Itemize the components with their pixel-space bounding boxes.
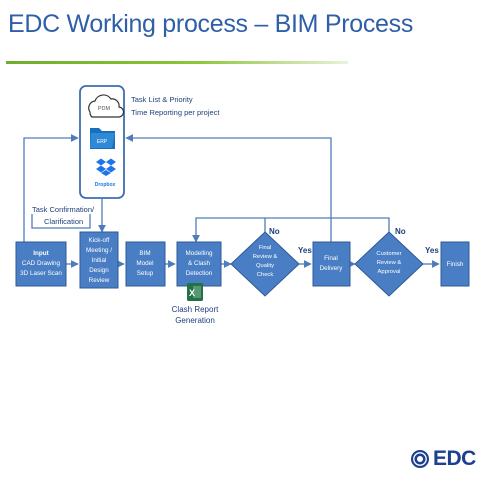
customer-no-loop — [265, 217, 390, 232]
final-delivery-label-1: Final — [324, 255, 338, 262]
review-no-loop — [192, 217, 266, 243]
excel-icon — [187, 283, 203, 301]
final-review-label-3: Quality — [256, 263, 274, 269]
kickoff-label-1: Kick-off — [89, 237, 110, 244]
bim-setup-label-3: Setup — [137, 270, 154, 277]
final-review-label-1: Final — [259, 245, 272, 251]
task-confirmation-note: Task Confirmation/ — [32, 205, 95, 214]
pdm-cloud-icon — [88, 94, 125, 118]
input-label-1: Input — [33, 250, 49, 257]
modelling-step — [176, 241, 222, 287]
final-review-decision — [230, 231, 300, 297]
customer-review-label-3: Approval — [378, 269, 401, 275]
erp-label: ERP — [97, 139, 108, 145]
dropbox-label: Dropbox — [95, 182, 116, 188]
input-to-tools-arrow — [23, 134, 79, 242]
modelling-label-3: Detection — [186, 270, 213, 277]
final-review-label-2: Review & — [253, 254, 278, 260]
time-reporting-note: Time Reporting per project — [131, 108, 220, 117]
customer-no-label: No — [395, 227, 406, 236]
edc-logo: EDC — [410, 447, 476, 470]
review-no-label: No — [269, 227, 280, 236]
kickoff-label-3: Initial — [92, 257, 107, 264]
customer-review-label-1: Customer — [376, 251, 401, 257]
clash-report-label-2: Generation — [175, 316, 215, 325]
excel-icon-letter: X — [189, 288, 195, 298]
input-label-2: CAD Drawing — [22, 260, 61, 267]
final-delivery-label-2: Delivery — [320, 265, 344, 272]
customer-review-decision — [354, 231, 424, 297]
clash-report-label-1: Clash Report — [172, 305, 219, 314]
finish-label: Finish — [447, 261, 464, 268]
kickoff-label-4: Design — [89, 267, 109, 274]
task-list-note: Task List & Priority — [131, 95, 193, 104]
kickoff-label-5: Review — [89, 277, 110, 284]
edc-logo-mark — [411, 450, 429, 468]
title-underline — [6, 61, 348, 64]
input-step — [15, 241, 67, 287]
edc-logo-text: EDC — [433, 447, 476, 470]
page-title: EDC Working process – BIM Process — [8, 10, 414, 38]
input-label-3: 3D Laser Scan — [20, 270, 62, 277]
bim-setup-label-1: BIM — [139, 250, 150, 257]
modelling-label-1: Modelling — [186, 250, 213, 257]
bim-setup-label-2: Model — [136, 260, 153, 267]
customer-review-label-2: Review & — [377, 260, 402, 266]
confirmation-bracket — [31, 214, 91, 229]
clarification-note: Clarification — [44, 217, 83, 226]
review-yes-label: Yes — [298, 246, 312, 255]
kickoff-label-2: Meeting / — [86, 247, 112, 254]
dropbox-icon — [96, 158, 116, 176]
erp-folder-icon — [90, 128, 115, 149]
finish-step — [440, 241, 470, 287]
modelling-label-2: & Clash — [188, 260, 211, 267]
customer-yes-label: Yes — [425, 246, 439, 255]
delivery-to-tools-arrow — [125, 134, 332, 242]
kickoff-step — [79, 231, 119, 289]
final-delivery-step — [312, 241, 351, 287]
bim-setup-step — [125, 241, 166, 287]
pdm-label: PDM — [98, 106, 111, 112]
final-review-label-4: Check — [257, 272, 274, 278]
